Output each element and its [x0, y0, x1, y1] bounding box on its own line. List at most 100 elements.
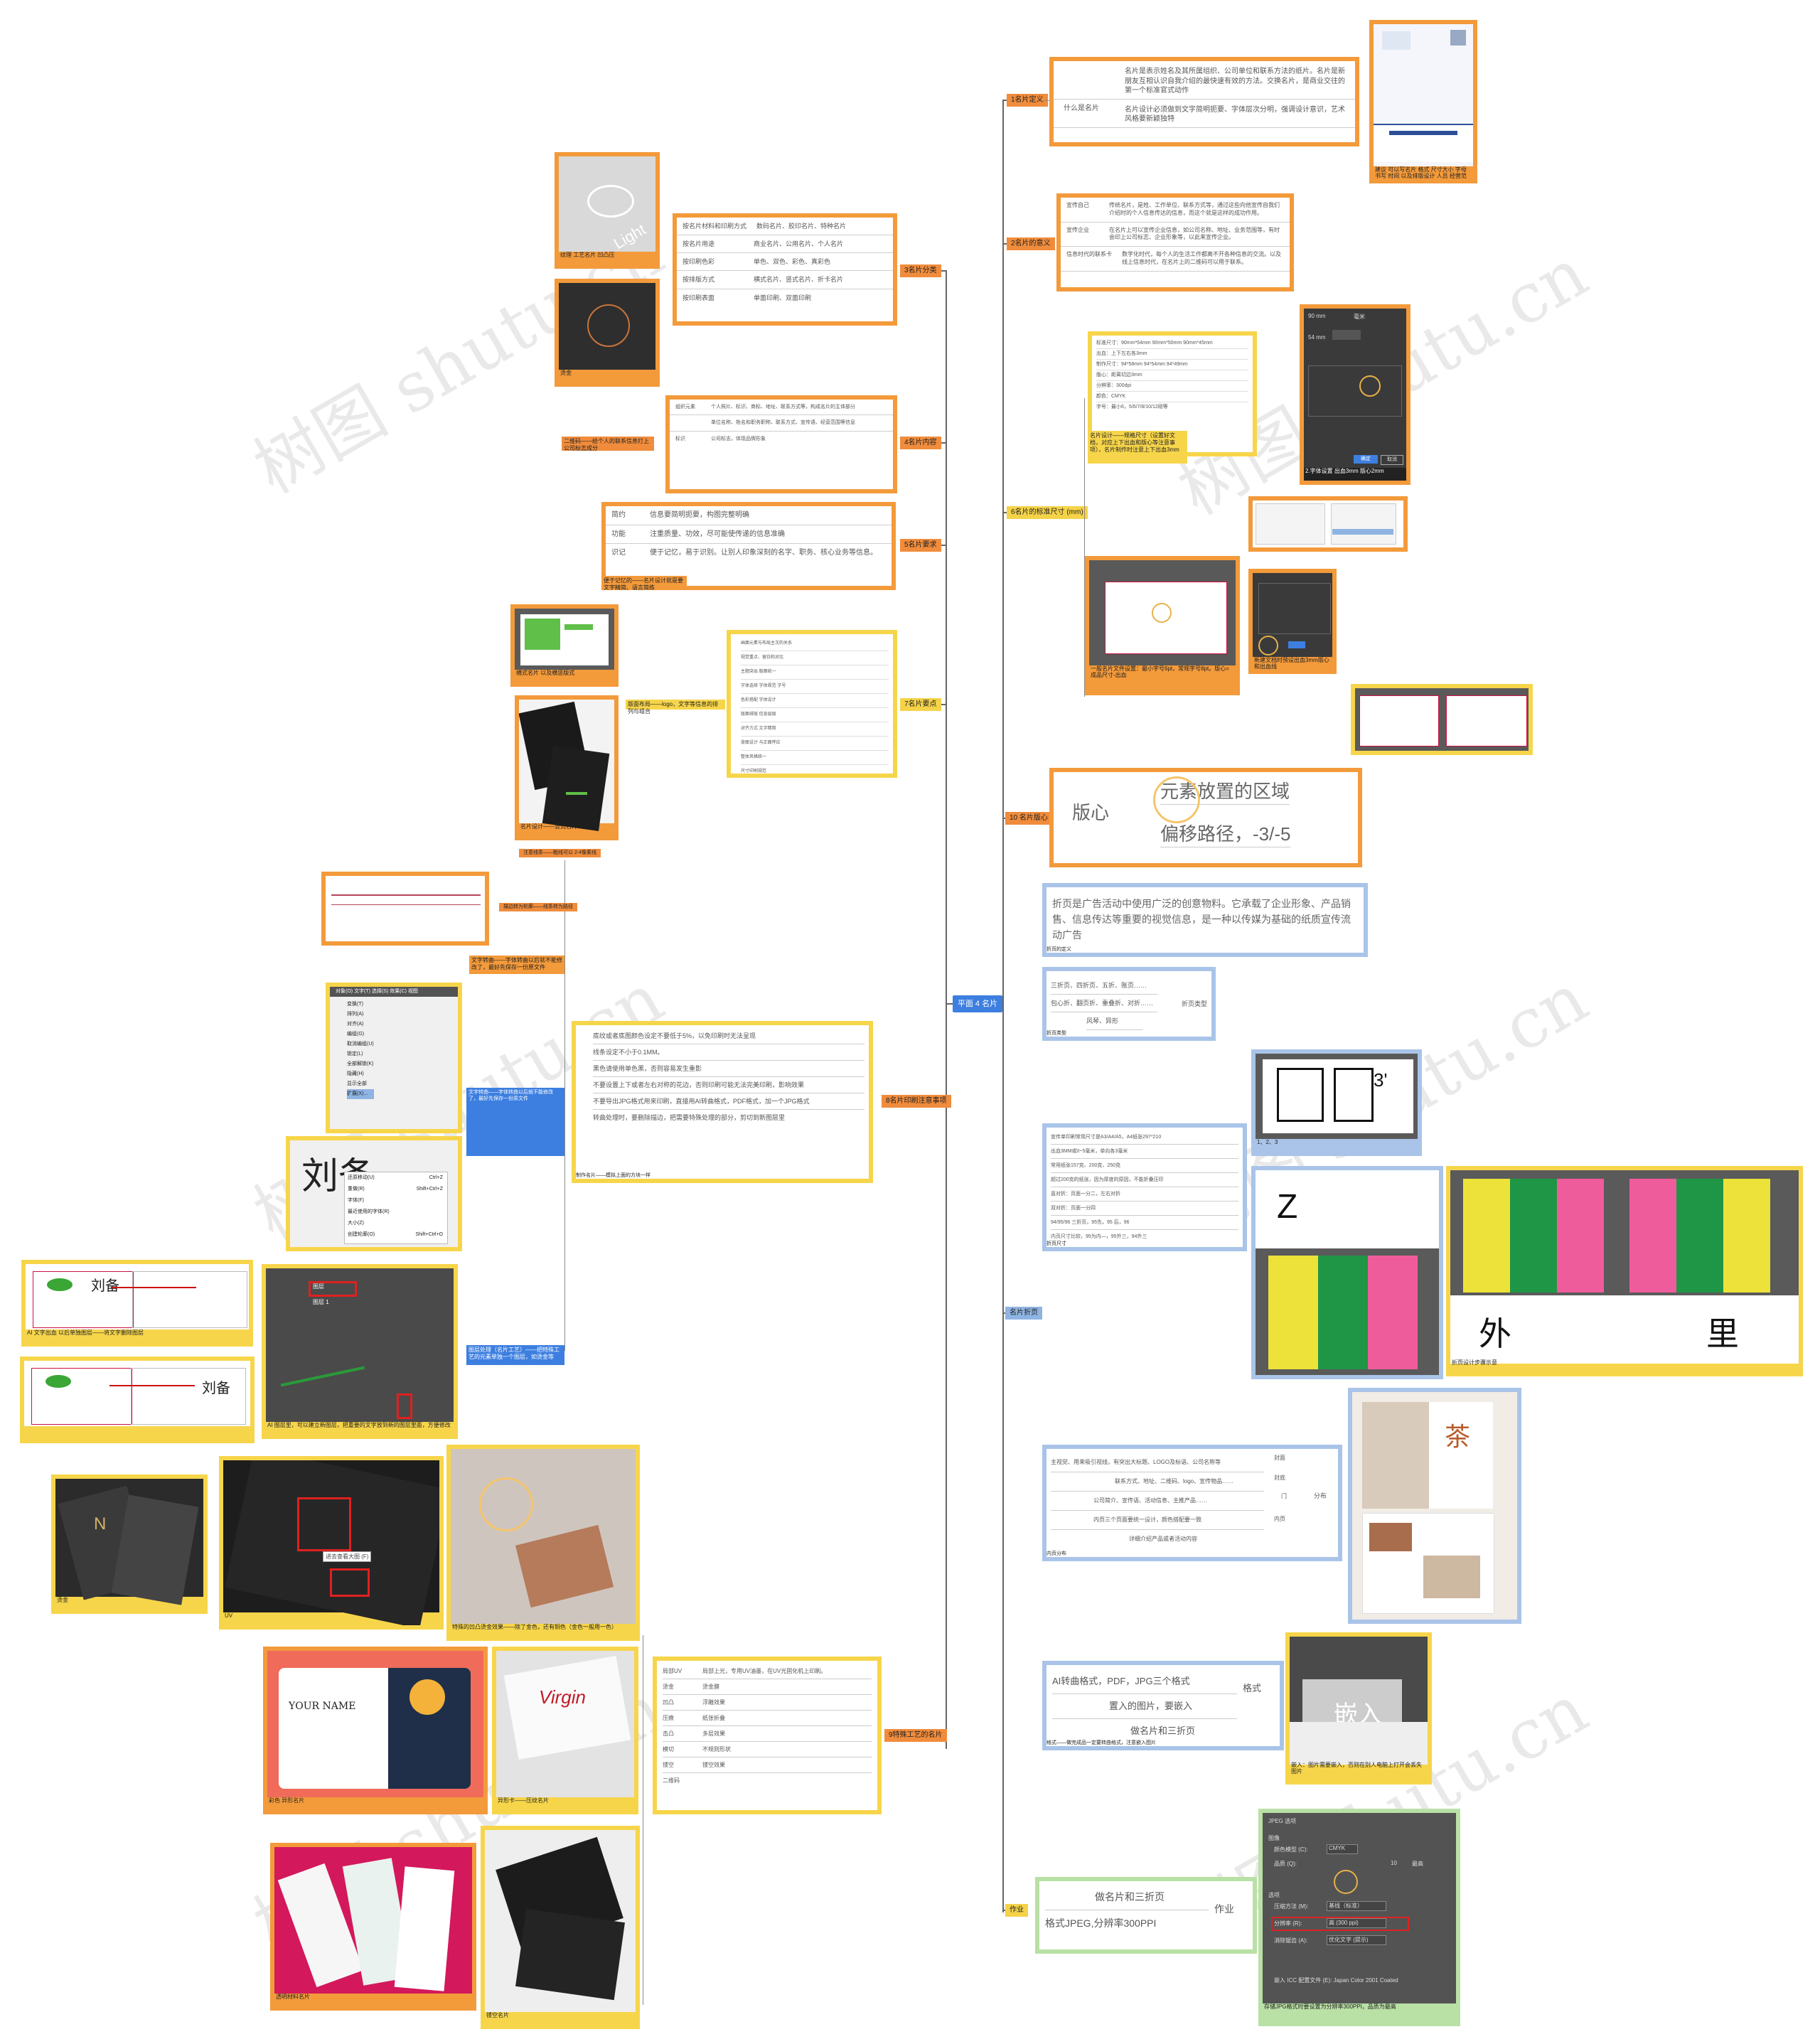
topic-print-notes[interactable]: 8名片印刷注意事项 — [882, 1095, 951, 1108]
craft-key: 模切 — [663, 1746, 674, 1753]
content-key: 标识 — [675, 436, 685, 442]
jpeg-color-model-select[interactable]: CMYK — [1327, 1844, 1358, 1854]
fold-size-row: 双对折：页面一分四 — [1051, 1202, 1238, 1216]
jpeg-quality-value[interactable]: 10 — [1391, 1860, 1397, 1866]
edit-menu-item[interactable]: 重做(R)Shift+Ctrl+Z — [348, 1187, 443, 1192]
menu-item[interactable]: 全部解锁(K) — [347, 1061, 374, 1066]
menu-view[interactable]: 视图 — [407, 989, 418, 994]
topic-special-craft[interactable]: 9特殊工艺的名片 — [884, 1729, 947, 1742]
menu-text[interactable]: 文字(T) — [354, 989, 371, 994]
menu-item[interactable]: 锁定(L) — [347, 1052, 363, 1056]
topic-fold-size[interactable]: 名片折页 — [1005, 1307, 1042, 1320]
topic-type-area[interactable]: 10 名片版心 — [1005, 812, 1052, 825]
horizontal-card-image[interactable]: 横式名片 以及横竖版式 — [510, 604, 619, 687]
embed-caption: 嵌入：图片需要嵌入，否则在别人电脑上打开会丢失图片 — [1291, 1762, 1422, 1775]
distribution-key: 封底 — [1274, 1475, 1285, 1481]
colorful-card-caption: 彩色 异形名片 — [269, 1797, 305, 1804]
fold-sketch-image[interactable]: 3' 1、2、3 — [1251, 1049, 1422, 1156]
dialog-ok-button[interactable]: 确定 — [1354, 455, 1378, 464]
menu-item[interactable]: 对齐(A) — [347, 1022, 364, 1027]
dialog-width: 90 mm — [1308, 313, 1326, 319]
menu-effect[interactable]: 效果(C) — [390, 989, 407, 994]
jpeg-antialias-select[interactable]: 优化文字 (提示) — [1327, 1935, 1386, 1945]
artboard-bleed-image[interactable]: 一般名片文件设置：最小字号6pt，常规字号8pt。版心=成品尺寸-出血 — [1085, 556, 1240, 695]
embossed-virgin-sample[interactable]: Virgin 异形卡——压纹名片 — [492, 1647, 638, 1814]
foil-sample-1[interactable]: N 烫金 — [51, 1475, 208, 1614]
edit-menu-item[interactable]: 字体(F) — [348, 1198, 364, 1203]
menu-item[interactable]: 编组(G) — [347, 1032, 365, 1037]
embossed-virgin-caption: 异形卡——压纹名片 — [498, 1797, 549, 1804]
central-topic[interactable]: 平面 4 名片 — [953, 995, 1002, 1012]
foil-card-image[interactable]: 烫金 — [555, 279, 660, 387]
topic-business-card-meaning[interactable]: 2名片的意义 — [1007, 237, 1055, 250]
fold-panels-image[interactable]: Z — [1251, 1166, 1443, 1379]
menu-screenshot[interactable] — [1248, 496, 1408, 552]
embossed-card-image[interactable]: Light 纹理 工艺名片 凹凸压 — [555, 152, 660, 269]
requirements-caption: 便于记忆的——名片设计就是要文字精简、语言简练 — [601, 576, 687, 591]
jpeg-color-model-label: 颜色模型 (C): — [1274, 1846, 1308, 1853]
menu-item[interactable]: 显示全部 — [347, 1081, 367, 1086]
menu-item[interactable]: 排列(A) — [347, 1012, 364, 1017]
topic-card-key-points[interactable]: 7名片要点 — [900, 698, 941, 711]
offset-path-dialog[interactable]: 新建文档时预设出血3mm版心和出血线 — [1248, 569, 1337, 674]
jpeg-caption: 存储JPG格式时要设置为分辨率300PPI，品质为最高 — [1264, 2003, 1396, 2010]
menu-item[interactable]: 变换(T) — [347, 1002, 363, 1007]
size-row: 分辨率：300dpi — [1096, 381, 1248, 392]
jpeg-compression-select[interactable]: 基线（标准） — [1327, 1901, 1386, 1911]
vertical-card-image[interactable]: 名片设计——竖式名片 — [515, 695, 619, 840]
fold-type-item: 包心折、翻页折、重叠折、对折…… — [1051, 995, 1157, 1012]
uv-sample[interactable]: 进去查看大图 (F) UV — [219, 1456, 444, 1630]
menu-object[interactable]: 对象(O) — [336, 989, 353, 994]
craft-val: 烫金膜 — [702, 1684, 719, 1690]
fold-layout-image[interactable]: 外 里 折页设计步骤示意 — [1446, 1166, 1803, 1376]
topic-standard-size[interactable]: 6名片的标准尺寸 (mm) — [1007, 506, 1088, 519]
jpeg-options-dialog[interactable]: JPEG 选项 图像 颜色模型 (C): CMYK 品质 (Q): 10 最高 … — [1258, 1809, 1460, 2026]
trifold-sample-image[interactable]: 茶 — [1348, 1388, 1521, 1624]
new-document-dialog[interactable]: 90 mm 毫米 54 mm 确定 取消 2.字体设置 出血3mm 版心2mm — [1300, 304, 1410, 485]
key-point: 主题突出 版面统一 — [741, 665, 889, 680]
distribution-row: 内页三个页面要统一设计，颜色搭配要一致 — [1051, 1511, 1264, 1530]
card-sample-image[interactable]: 建议 可以写名片 格式 尺寸大小 字母书写 时间 以及排版设计 人员 经营范围 — [1369, 20, 1477, 183]
dialog-cancel-button[interactable]: 取消 — [1381, 455, 1403, 465]
layers-panel[interactable]: 图层 图层 1 AI 图层里，可以建立新图层，把重要的文字放到新的图层里面，方便… — [262, 1264, 458, 1439]
card-sample-caption: 建议 可以写名片 格式 尺寸大小 字母书写 时间 以及排版设计 人员 经营范围 — [1375, 166, 1467, 179]
layer-name[interactable]: 图层 1 — [313, 1299, 329, 1305]
edit-menu-item[interactable]: 最近使用的字体(R) — [348, 1209, 390, 1214]
edit-menu-item[interactable]: 还原移动(U)Ctrl+Z — [348, 1175, 443, 1180]
create-outline-menu[interactable]: 刘备 还原移动(U)Ctrl+Z 重做(R)Shift+Ctrl+Z 字体(F)… — [286, 1136, 462, 1251]
embed-image[interactable]: 嵌入 嵌入：图片需要嵌入，否则在别人电脑上打开会丢失图片 — [1285, 1632, 1432, 1785]
view-larger-tooltip[interactable]: 进去查看大图 (F) — [323, 1551, 372, 1562]
dialog-unit: 毫米 — [1354, 314, 1365, 320]
cutout-card-sample[interactable]: 镂空名片 — [481, 1826, 640, 2029]
jpeg-embed-icc[interactable]: 嵌入 ICC 配置文件 (E): Japan Color 2001 Coated — [1274, 1977, 1398, 1984]
jpeg-resolution-select[interactable]: 高 (300 ppi) — [1327, 1918, 1386, 1928]
topic-homework[interactable]: 作业 — [1005, 1904, 1028, 1917]
bleed-guides-image[interactable] — [1351, 684, 1533, 755]
topic-card-content[interactable]: 4名片内容 — [900, 437, 941, 449]
transparent-card-sample[interactable]: 透明材料名片 — [270, 1843, 476, 2011]
layer-name[interactable]: 图层 — [313, 1283, 324, 1290]
menu-item[interactable]: 扩展(X)... — [347, 1089, 374, 1099]
emboss-foil-sample[interactable]: 特殊的凹凸烫金效果——除了金色，还有铜色（金色一般用一色） — [446, 1445, 640, 1641]
object-menu-screenshot[interactable]: 对象(O) 文字(T) 选择(S) 效果(C) 视图 变换(T) 排列(A) 对… — [326, 983, 462, 1133]
classification-val: 商业名片、公用名片、个人名片 — [754, 240, 844, 248]
topic-card-classification[interactable]: 3名片分类 — [900, 264, 941, 277]
jpeg-quality-preset[interactable]: 最高 — [1412, 1861, 1423, 1867]
edit-menu-item[interactable]: 创建轮廓(O)Shift+Ctrl+O — [348, 1232, 443, 1237]
sample-name-text: 刘备 — [91, 1277, 119, 1294]
text-bleed-sample-2[interactable]: 刘备 — [20, 1357, 255, 1443]
menu-item[interactable]: 隐藏(H) — [347, 1071, 364, 1076]
type-area-label: 版心 — [1072, 802, 1110, 823]
outline-steps-note: 文字转曲——字体转曲以后就不能修改了，最好先保存一份原文件 — [466, 1088, 564, 1156]
edit-menu-item[interactable]: 大小(Z) — [348, 1221, 364, 1226]
type-area-card: 版心 元素放置的区域 偏移路径，-3/-5 — [1049, 768, 1362, 867]
menu-select[interactable]: 选择(S) — [371, 989, 389, 994]
menu-item[interactable]: 取消编组(U) — [347, 1042, 374, 1047]
fold-size-row: 94/95/96 三折页，95先，95 后，96 — [1051, 1216, 1238, 1230]
convert-text-note: 文字转曲——字体转曲以后就不能修改了，最好先保存一份原文件 — [469, 956, 564, 974]
topic-business-card-definition[interactable]: 1名片定义 — [1007, 94, 1048, 107]
topic-card-requirements[interactable]: 5名片要求 — [900, 539, 941, 552]
craft-val: 浮雕效果 — [702, 1699, 725, 1706]
colorful-card-sample[interactable]: YOUR NAME 彩色 异形名片 — [263, 1647, 488, 1814]
text-bleed-sample-1[interactable]: 刘备 AI 文字出血 以后单独图层——将文字删除图层 — [21, 1260, 253, 1347]
